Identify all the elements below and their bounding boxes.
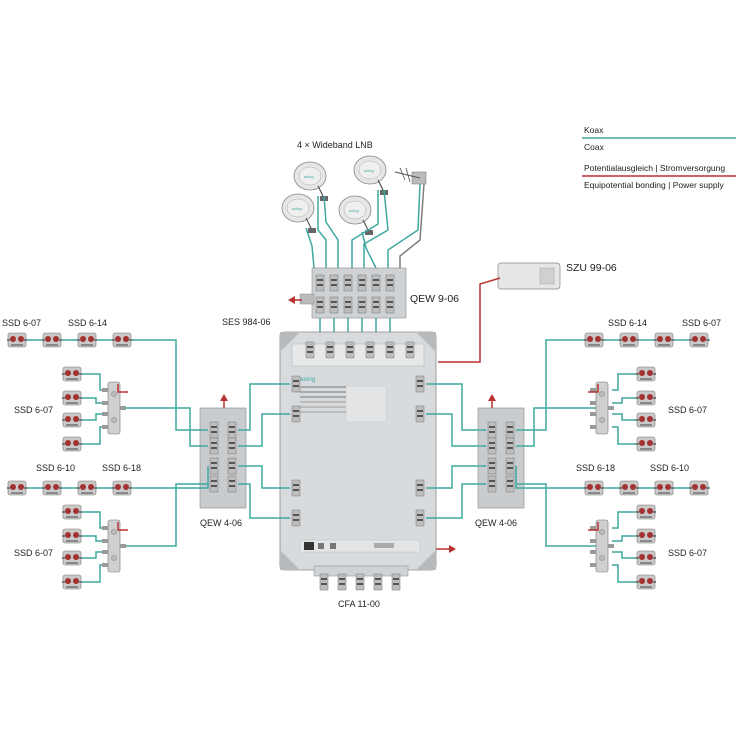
cfa-label: CFA 11-00	[338, 599, 380, 609]
wall-outlet-icon	[635, 436, 657, 452]
wall-outlet-icon	[583, 332, 605, 348]
ses-qew-cables	[238, 383, 486, 519]
wall-outlet-icon	[635, 504, 657, 520]
qew-9-06-multiswitch: QEW 9-06	[288, 267, 459, 319]
wall-outlet-icon	[635, 528, 657, 544]
right-top-b-label: SSD 6-07	[682, 318, 721, 328]
qew-4-06-right: QEW 4-06	[475, 394, 525, 528]
left-bot1-label: SSD 6-07	[14, 548, 53, 558]
left-mid-a-label: SSD 6-10	[36, 463, 75, 473]
right-top-a-label: SSD 6-14	[608, 318, 647, 328]
wall-outlet-icon	[635, 366, 657, 382]
left-branches: SSD 6-07 SSD 6-14 SSD 6-07 SSD 6-10 SSD …	[2, 318, 209, 590]
wall-outlet-icon	[688, 332, 710, 348]
antenna-icon	[394, 167, 427, 185]
wall-outlet-icon	[635, 390, 657, 406]
left-mid-b-label: SSD 6-18	[102, 463, 141, 473]
wall-outlet-icon	[653, 332, 675, 348]
splitter-icon	[101, 519, 127, 573]
wall-outlet-icon	[111, 332, 133, 348]
left-top-a-label: SSD 6-07	[2, 318, 41, 328]
cfa-11-00-terminators: CFA 11-00	[313, 565, 409, 609]
legend: Koax Coax Potentialausgleich | Stromvers…	[582, 125, 736, 190]
wall-outlet-icon	[61, 366, 83, 382]
wall-outlet-icon	[76, 480, 98, 496]
wall-outlet-icon	[61, 412, 83, 428]
wall-outlet-icon	[61, 504, 83, 520]
wall-outlet-icon	[635, 412, 657, 428]
wall-outlet-icon	[6, 332, 28, 348]
wall-outlet-icon	[61, 574, 83, 590]
szu-99-06-power-supply: SZU 99-06	[438, 262, 617, 363]
wall-outlet-icon	[61, 528, 83, 544]
szu-label: SZU 99-06	[566, 262, 617, 274]
wall-outlet-icon	[41, 480, 63, 496]
wall-outlet-icon	[6, 480, 28, 496]
legend-power-de: Potentialausgleich | Stromversorgung	[584, 163, 725, 173]
right-mid1-label: SSD 6-07	[668, 405, 707, 415]
ses-label: SES 984-06	[222, 317, 271, 327]
right-mid-a-label: SSD 6-18	[576, 463, 615, 473]
right-bot1-label: SSD 6-07	[668, 548, 707, 558]
lnb-group: 4 × Wideband LNB	[281, 140, 427, 236]
wall-outlet-icon	[41, 332, 63, 348]
wall-outlet-icon	[618, 332, 640, 348]
dish-icon	[281, 193, 317, 234]
legend-coax-en: Coax	[584, 142, 605, 152]
dish-icon	[338, 195, 374, 236]
right-mid-b-label: SSD 6-10	[650, 463, 689, 473]
wall-outlet-icon	[61, 436, 83, 452]
wall-outlet-icon	[76, 332, 98, 348]
lnb-cables	[305, 183, 425, 269]
wall-outlet-icon	[583, 480, 605, 496]
qew-left-label: QEW 4-06	[200, 518, 242, 528]
splitter-icon	[101, 381, 127, 435]
wall-outlet-icon	[61, 550, 83, 566]
right-branches: SSD 6-14 SSD 6-07 SSD 6-07 SSD 6-18 SSD …	[515, 318, 721, 590]
qew-right-label: QEW 4-06	[475, 518, 517, 528]
qew-top-label: QEW 9-06	[410, 293, 459, 305]
ses-brand: axing	[300, 376, 316, 383]
wall-outlet-icon	[635, 574, 657, 590]
wall-outlet-icon	[61, 390, 83, 406]
wall-outlet-icon	[688, 480, 710, 496]
wall-outlet-icon	[635, 550, 657, 566]
left-mid1-label: SSD 6-07	[14, 405, 53, 415]
lnb-label: 4 × Wideband LNB	[297, 140, 373, 150]
legend-power-en: Equipotential bonding | Power supply	[584, 180, 724, 190]
left-top-b-label: SSD 6-14	[68, 318, 107, 328]
legend-coax-de: Koax	[584, 125, 604, 135]
wall-outlet-icon	[618, 480, 640, 496]
qew-4-06-left: QEW 4-06	[199, 394, 247, 528]
wall-outlet-icon	[653, 480, 675, 496]
ses-984-06-multiswitch: SES 984-06 axing	[222, 317, 456, 571]
dish-icon	[353, 155, 389, 196]
wall-outlet-icon	[111, 480, 133, 496]
